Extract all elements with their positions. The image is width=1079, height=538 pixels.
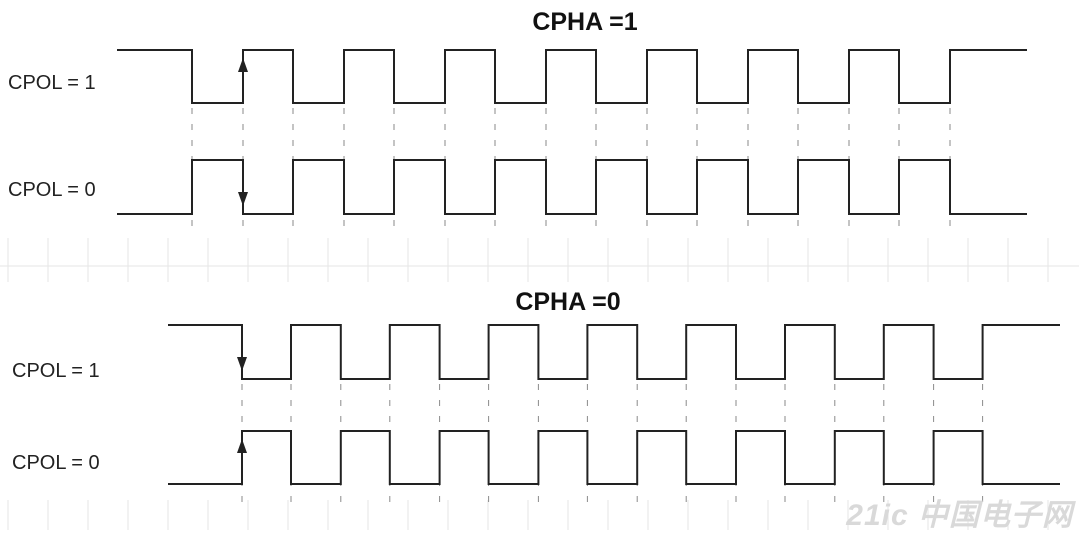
- waveform-cpol1: [117, 49, 1027, 104]
- edge-markers: [237, 58, 248, 453]
- signal-label-cpha1-cpol1: CPOL = 1: [8, 72, 96, 94]
- signal-label-cpha1-cpol0: CPOL = 0: [8, 179, 96, 201]
- signal-label-cpha0-cpol1: CPOL = 1: [12, 360, 100, 382]
- falling-edge-arrow-icon: [237, 357, 247, 371]
- waveform-cpol0: [168, 430, 1060, 485]
- rising-edge-arrow-icon: [237, 439, 247, 453]
- rising-edge-arrow-icon: [238, 58, 248, 72]
- panel-title-cpha-1: CPHA =1: [532, 8, 638, 36]
- waveforms: [117, 49, 1060, 485]
- waveform-cpol0: [117, 159, 1027, 215]
- background-grid: [0, 238, 1079, 530]
- waveform-cpol1: [168, 324, 1060, 380]
- panel-title-cpha-0: CPHA =0: [515, 288, 621, 316]
- signal-label-cpha0-cpol0: CPOL = 0: [12, 452, 100, 474]
- falling-edge-arrow-icon: [238, 192, 248, 206]
- watermark-logo: 21ic 中国电子网: [846, 499, 1073, 532]
